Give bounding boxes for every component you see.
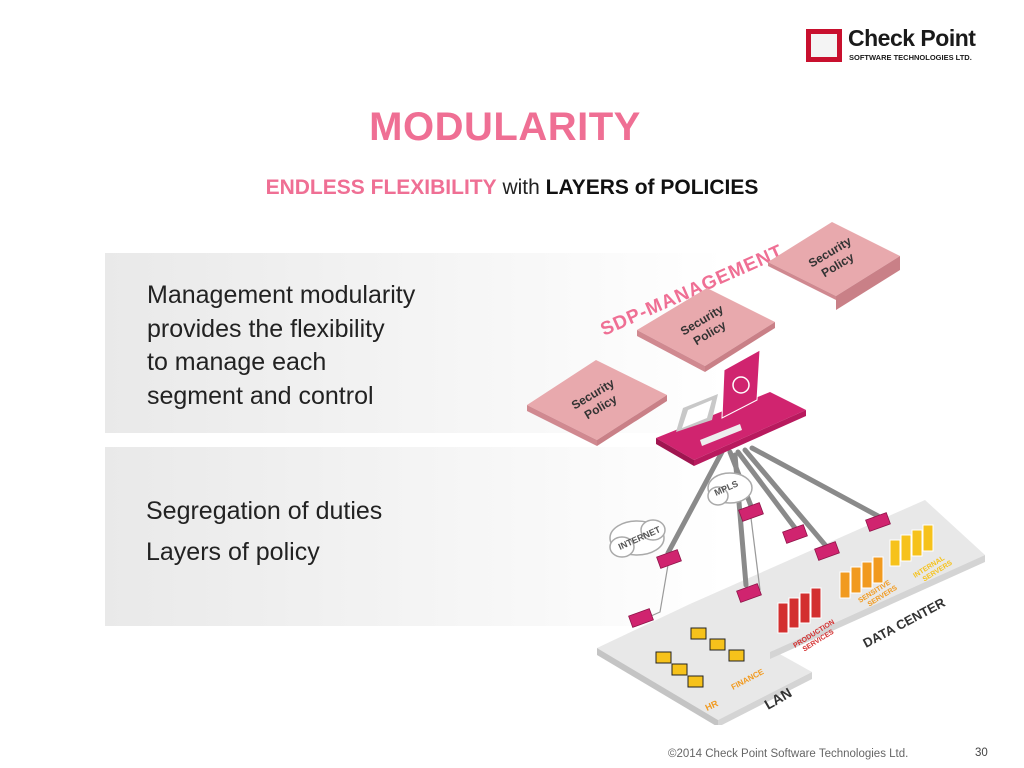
security-policy-layer-1: Security Policy [527,360,667,446]
production-servers-icon [777,587,822,634]
sensitive-servers-icon [839,556,884,599]
workstation-group [655,627,745,688]
gateway-icon [814,541,840,561]
gateway-icon [865,512,891,532]
gateway-icon [656,549,682,569]
logo-tagline: SOFTWARE TECHNOLOGIES LTD. [849,53,972,62]
laptop-icon [655,651,672,664]
security-policy-layer-2: Security Policy [637,288,775,372]
internal-servers-icon [889,524,934,567]
panel-2-line: Segregation of duties [146,497,383,525]
panel-1-line: provides the flexibility [147,314,385,343]
subtitle-part-1: ENDLESS FLEXIBILITY [265,176,497,199]
panel-2-line: Layers of policy [146,538,320,566]
security-policy-layer-3: Security Policy [768,222,900,310]
slide-title: MODULARITY [369,105,641,149]
gateway-icon [738,502,764,522]
laptop-icon [687,675,704,688]
mpls-cloud-icon: MPLS [707,472,753,506]
copyright-footer: ©2014 Check Point Software Technologies … [668,748,909,760]
subtitle-part-3: LAYERS of POLICIES [545,176,759,199]
management-platform [656,392,806,460]
panel-1-text: Management modularity provides the flexi… [147,279,415,413]
panel-1-line: segment and control [147,381,374,410]
internet-cloud-icon: INTERNET [609,519,666,558]
laptop-icon [709,638,726,651]
logo-name: Check Point [848,25,976,51]
checkpoint-logo-icon [806,29,842,62]
management-console-icon [676,349,761,446]
subtitle-part-2: with [496,176,546,199]
slide-subtitle: ENDLESS FLEXIBILITY with LAYERS of POLIC… [0,176,1024,200]
gateway-icon [736,583,762,603]
laptop-icon [690,627,707,640]
laptop-icon [728,649,745,662]
network-diagram: HR FINANCE LAN PRODUCTION SERVICES SENSI… [527,222,985,725]
checkpoint-logo: Check Point SOFTWARE TECHNOLOGIES LTD. [806,25,1000,64]
lan-platform [597,604,812,720]
panel-1-line: Management modularity [147,281,416,309]
gateway-icon [628,608,654,628]
panel-2-text: Segregation of duties Layers of policy [146,491,382,573]
laptop-icon [671,663,688,676]
gateway-icon [782,524,808,544]
panel-1-line: to manage each [147,348,327,376]
page-number: 30 [975,747,988,759]
gateway-group [628,502,891,628]
